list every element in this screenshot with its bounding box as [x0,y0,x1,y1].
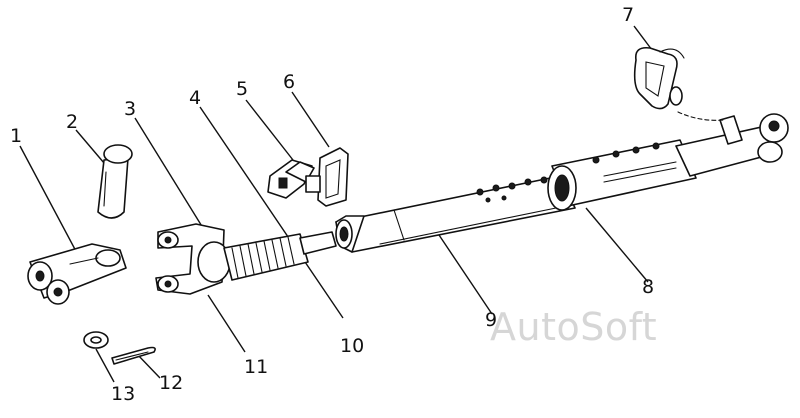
callout-12: 12 [159,372,184,394]
part-10-spring [223,231,337,281]
leader-lines [19,25,653,383]
leader-11 [207,294,246,353]
leader-9 [436,231,493,315]
callout-11: 11 [244,356,269,378]
callout-6: 6 [283,71,296,93]
leader-5-6 [291,91,330,148]
part-7-spring-clip [633,46,685,110]
part-8-outer-tube [547,111,789,211]
part-6-bracket [305,147,349,207]
callout-1: 1 [10,125,23,147]
part-1-clevis [27,243,127,305]
inner-tube-holes [476,176,548,203]
part-2-pin [97,144,133,219]
leader-3 [134,117,204,229]
leader-12 [135,352,161,379]
callout-10: 10 [340,335,365,357]
callout-13: 13 [111,383,136,405]
outer-tube-holes [592,142,660,164]
leader-1 [19,145,79,256]
part-12-cotter-pin [111,346,156,365]
leader-8 [585,207,649,283]
watermark: AutoSoft [490,305,658,349]
part-13-washer [83,331,109,349]
part-3-fork [155,223,231,295]
callout-3: 3 [124,98,137,120]
callout-8: 8 [642,276,655,298]
part-5-latch [267,159,315,199]
leader-10 [199,106,344,319]
leader-4 [245,99,294,161]
leader-13 [95,348,115,383]
part-9-inner-tube [335,175,576,253]
leader-7 [633,25,653,51]
callout-9: 9 [485,309,498,331]
callout-5: 5 [236,78,249,100]
callout-4: 4 [189,87,202,109]
callout-2: 2 [66,111,79,133]
callout-7: 7 [622,4,635,26]
